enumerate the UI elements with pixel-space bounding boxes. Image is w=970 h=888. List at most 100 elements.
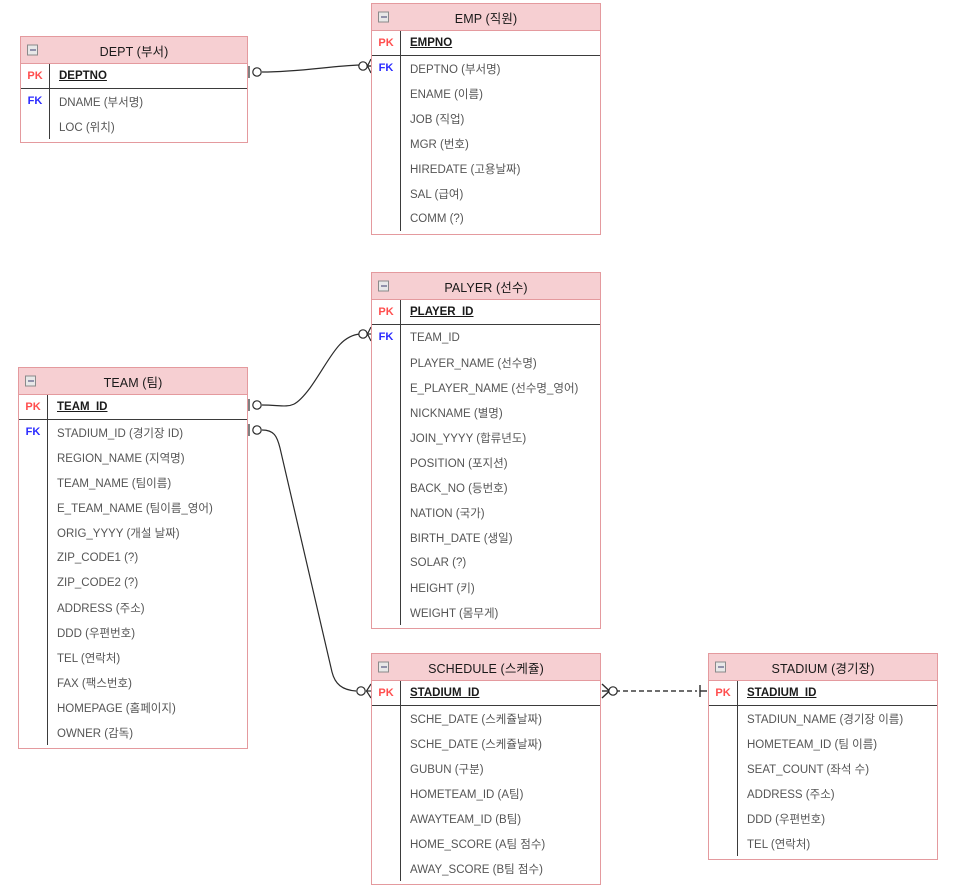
- attribute-row[interactable]: DDD (우편번호): [709, 806, 937, 831]
- relationship-team-palyer[interactable]: [248, 326, 372, 411]
- attribute-name: WEIGHT (몸무게): [400, 600, 600, 625]
- entity-header-schedule[interactable]: SCHEDULE (스케쥴): [372, 654, 600, 681]
- attribute-name: PLAYER_NAME (선수명): [400, 350, 600, 375]
- attribute-row[interactable]: HIREDATE (고용날짜): [372, 156, 600, 181]
- entity-header-stadium[interactable]: STADIUM (경기장): [709, 654, 937, 681]
- attribute-row[interactable]: ENAME (이름): [372, 81, 600, 106]
- relationship-dept-emp[interactable]: [248, 58, 372, 78]
- attribute-name: STADIUM_ID (경기장 ID): [47, 420, 247, 445]
- attribute-name: DNAME (부서명): [49, 89, 247, 114]
- attribute-row[interactable]: ADDRESS (주소): [709, 781, 937, 806]
- attribute-row[interactable]: SEAT_COUNT (좌석 수): [709, 756, 937, 781]
- attribute-row[interactable]: ZIP_CODE1 (?): [19, 545, 247, 570]
- primary-key-badge: PK: [715, 686, 731, 699]
- attribute-row[interactable]: FK STADIUM_ID (경기장 ID): [19, 420, 247, 445]
- entity-title: EMP (직원): [454, 11, 518, 26]
- attribute-row[interactable]: WEIGHT (몸무게): [372, 600, 600, 625]
- attribute-row[interactable]: ORIG_YYYY (개설 날짜): [19, 520, 247, 545]
- attribute-name: E_PLAYER_NAME (선수명_영어): [400, 375, 600, 400]
- attribute-row[interactable]: NATION (국가): [372, 500, 600, 525]
- attribute-row[interactable]: AWAY_SCORE (B팀 점수): [372, 856, 600, 881]
- minus-box-icon[interactable]: [378, 280, 389, 292]
- attribute-name: HOMETEAM_ID (A팀): [400, 781, 600, 806]
- attribute-row[interactable]: ZIP_CODE2 (?): [19, 570, 247, 595]
- attribute-row[interactable]: AWAYTEAM_ID (B팀): [372, 806, 600, 831]
- attribute-row[interactable]: HOMETEAM_ID (A팀): [372, 781, 600, 806]
- attribute-name: ZIP_CODE1 (?): [47, 545, 247, 570]
- attribute-row[interactable]: COMM (?): [372, 206, 600, 231]
- relationship-team-schedule[interactable]: [248, 424, 372, 699]
- attribute-row[interactable]: HOMEPAGE (홈페이지): [19, 695, 247, 720]
- attribute-row[interactable]: TEAM_NAME (팀이름): [19, 470, 247, 495]
- attribute-name: TEL (연락처): [737, 831, 937, 856]
- attribute-name: ADDRESS (주소): [47, 595, 247, 620]
- attribute-row[interactable]: E_TEAM_NAME (팀이름_영어): [19, 495, 247, 520]
- attribute-row[interactable]: MGR (번호): [372, 131, 600, 156]
- attribute-row[interactable]: HEIGHT (키): [372, 575, 600, 600]
- foreign-key-badge: FK: [378, 62, 394, 74]
- minus-box-icon[interactable]: [27, 44, 38, 56]
- attribute-name: STADIUN_NAME (경기장 이름): [737, 706, 937, 731]
- attribute-row[interactable]: TEL (연락처): [709, 831, 937, 856]
- attribute-name: AWAY_SCORE (B팀 점수): [400, 856, 600, 881]
- relationship-schedule-stadium[interactable]: [601, 683, 707, 699]
- foreign-key-badge: FK: [378, 331, 394, 343]
- attribute-name: GUBUN (구분): [400, 756, 600, 781]
- attribute-row[interactable]: POSITION (포지션): [372, 450, 600, 475]
- attribute-row[interactable]: REGION_NAME (지역명): [19, 445, 247, 470]
- attribute-row[interactable]: TEL (연락처): [19, 645, 247, 670]
- attribute-row[interactable]: LOC (위치): [21, 114, 247, 139]
- attribute-row[interactable]: STADIUN_NAME (경기장 이름): [709, 706, 937, 731]
- attribute-row[interactable]: JOB (직업): [372, 106, 600, 131]
- attribute-name: NATION (국가): [400, 500, 600, 525]
- minus-box-icon[interactable]: [378, 11, 389, 23]
- attribute-row[interactable]: SAL (급여): [372, 181, 600, 206]
- entity-header-emp[interactable]: EMP (직원): [372, 4, 600, 31]
- attribute-row[interactable]: BIRTH_DATE (생일): [372, 525, 600, 550]
- attribute-row[interactable]: BACK_NO (등번호): [372, 475, 600, 500]
- attribute-row[interactable]: GUBUN (구분): [372, 756, 600, 781]
- minus-box-icon[interactable]: [715, 661, 726, 673]
- minus-box-icon[interactable]: [378, 661, 389, 673]
- entity-title: TEAM (팀): [103, 375, 163, 390]
- attribute-row[interactable]: JOIN_YYYY (합류년도): [372, 425, 600, 450]
- entity-header-palyer[interactable]: PALYER (선수): [372, 273, 600, 300]
- attribute-row[interactable]: NICKNAME (별명): [372, 400, 600, 425]
- attribute-row[interactable]: ADDRESS (주소): [19, 595, 247, 620]
- attribute-row[interactable]: SCHE_DATE (스케쥴날짜): [372, 706, 600, 731]
- attribute-row[interactable]: PLAYER_NAME (선수명): [372, 350, 600, 375]
- attribute-row[interactable]: E_PLAYER_NAME (선수명_영어): [372, 375, 600, 400]
- minus-box-icon[interactable]: [25, 375, 36, 387]
- attribute-row[interactable]: HOMETEAM_ID (팀 이름): [709, 731, 937, 756]
- attribute-row[interactable]: OWNER (감독): [19, 720, 247, 745]
- attribute-row[interactable]: FAX (팩스번호): [19, 670, 247, 695]
- entity-header-dept[interactable]: DEPT (부서): [21, 37, 247, 64]
- entity-title: PALYER (선수): [444, 280, 528, 295]
- attribute-name: FAX (팩스번호): [47, 670, 247, 695]
- primary-key-badge: PK: [378, 36, 394, 49]
- attribute-row[interactable]: DDD (우편번호): [19, 620, 247, 645]
- attribute-row[interactable]: SOLAR (?): [372, 550, 600, 575]
- attribute-row[interactable]: SCHE_DATE (스케쥴날짜): [372, 731, 600, 756]
- attribute-row[interactable]: HOME_SCORE (A팀 점수): [372, 831, 600, 856]
- attribute-name: MGR (번호): [400, 131, 600, 156]
- attribute-name: SOLAR (?): [400, 550, 600, 575]
- foreign-key-badge: FK: [25, 426, 41, 438]
- entity-header-team[interactable]: TEAM (팀): [19, 368, 247, 395]
